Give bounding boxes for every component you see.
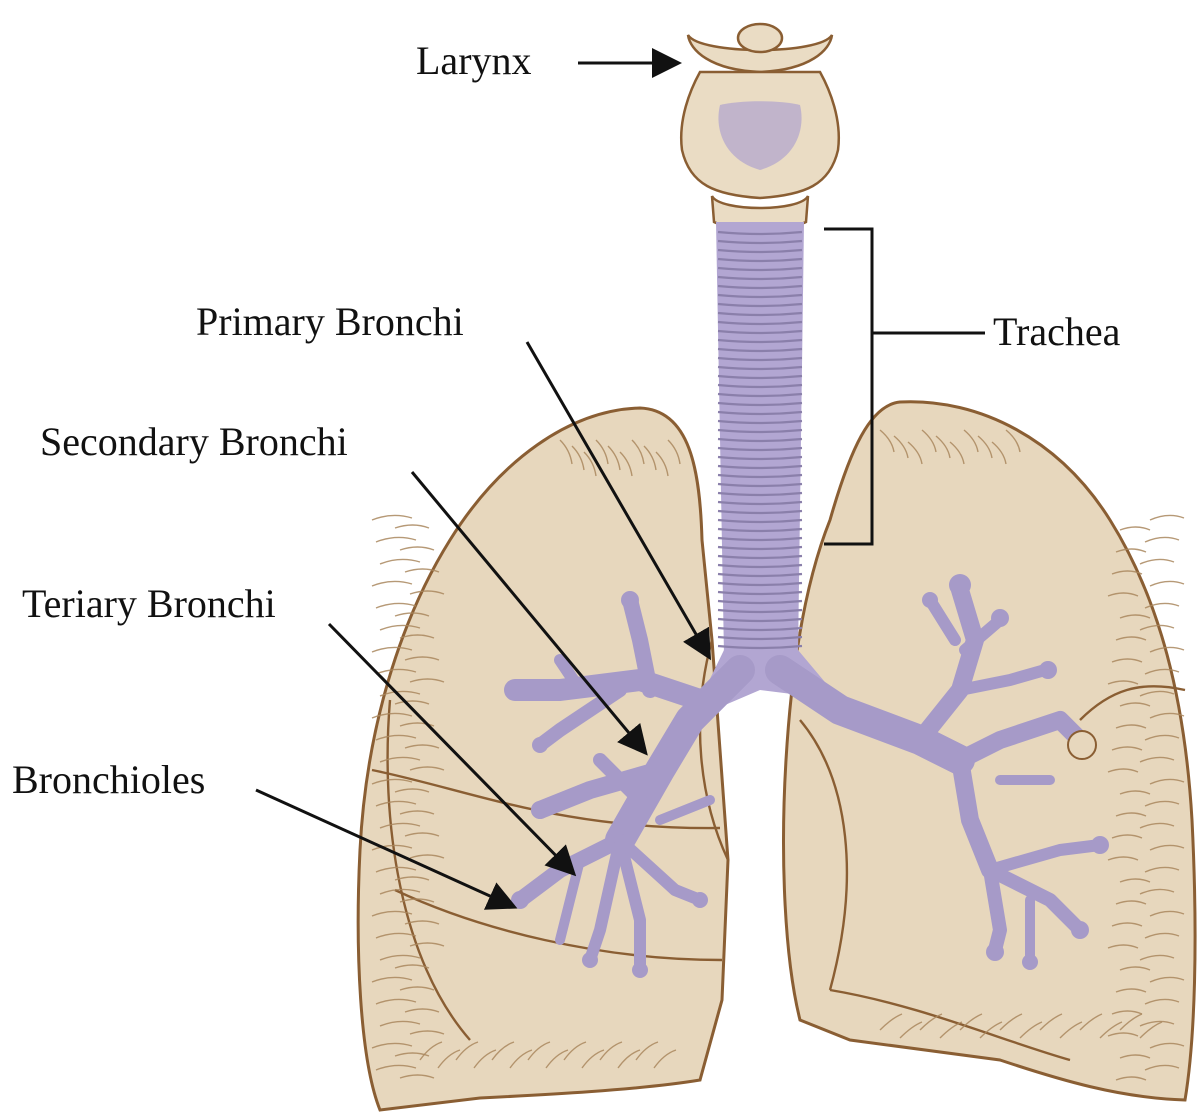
bronchioles-label: Bronchioles: [12, 757, 205, 802]
lung-hatching: [1150, 515, 1184, 520]
lung-hatching: [380, 559, 420, 564]
lung-hatching: [376, 537, 416, 542]
lung-hatching: [1140, 559, 1174, 564]
lung-hatching: [372, 581, 412, 586]
lung-hatching: [1145, 537, 1179, 542]
larynx-label: Larynx: [416, 38, 532, 83]
lung-hatching: [372, 515, 412, 520]
secondary-bronchi-label: Secondary Bronchi: [40, 419, 348, 464]
lung-hatching: [376, 603, 416, 608]
lung-hatching: [1120, 527, 1150, 530]
lung-hatching: [1150, 581, 1184, 586]
lung-hatching: [400, 547, 434, 550]
larynx: [681, 24, 839, 228]
lung-hatching: [395, 525, 429, 528]
trachea-label: Trachea: [993, 309, 1121, 354]
primary-bronchi-label: Primary Bronchi: [196, 299, 464, 344]
tertiary-bronchi-label: Teriary Bronchi: [22, 581, 276, 626]
trachea: [716, 222, 804, 655]
larynx-callout: Larynx: [416, 38, 676, 83]
